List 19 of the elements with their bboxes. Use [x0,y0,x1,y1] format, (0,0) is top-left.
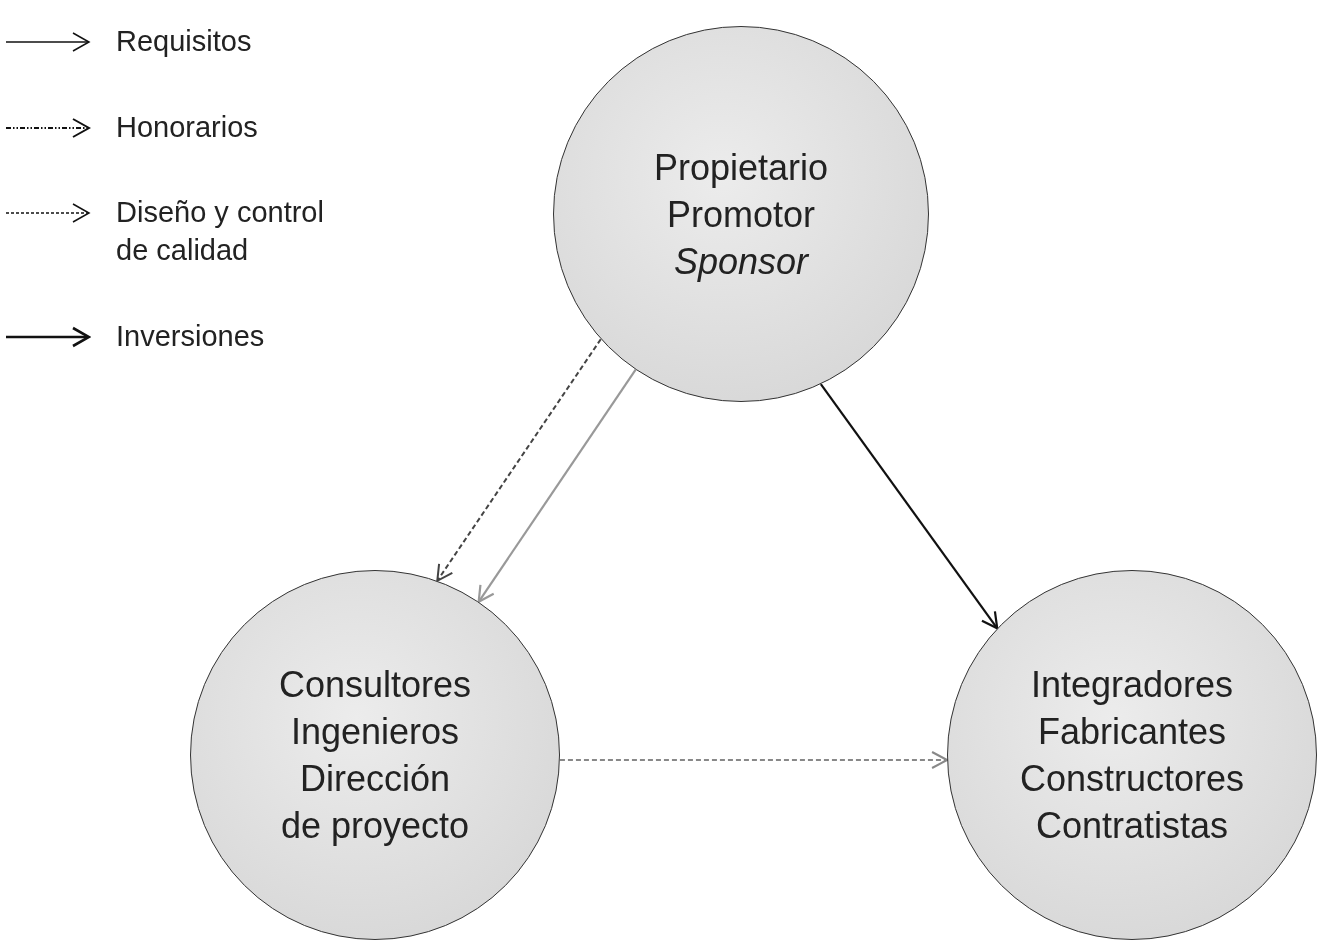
arrow [436,338,602,582]
node-label: Ingenieros [290,710,460,754]
node-label: Integradores [1030,663,1234,707]
legend-label: Diseño y control de calidad [116,195,325,268]
arrow [558,751,949,769]
arrow [819,383,999,630]
legend-label: Requisitos [116,24,253,59]
node-label: Dirección [299,757,450,801]
legend-label: Honorarios [116,110,259,145]
legend-label: Inversiones [116,319,266,354]
arrow [477,369,637,603]
node-label: Contratistas [1035,804,1229,848]
node-label: Propietario [653,145,829,190]
node-label: Sponsor [673,239,809,284]
node-label: Constructores [1019,757,1245,801]
node-label: Promotor [666,192,815,237]
node-label: Consultores [278,663,472,707]
node-label: de proyecto [280,804,470,848]
node-label: Fabricantes [1037,710,1227,754]
